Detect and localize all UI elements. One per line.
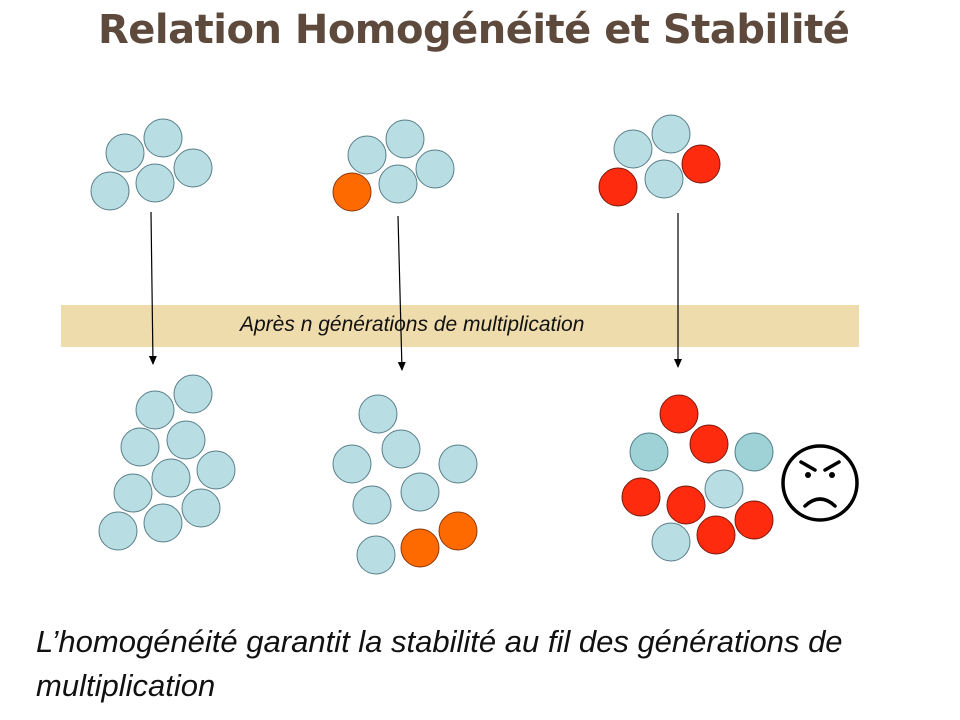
blue-cell <box>381 429 421 469</box>
blue-cell <box>135 163 175 203</box>
red-cell <box>696 515 736 555</box>
blue-cell <box>347 135 387 175</box>
blue-cell <box>90 171 130 211</box>
blue-cell <box>651 114 691 154</box>
red-cell <box>689 424 729 464</box>
orange-cell <box>438 511 478 551</box>
red-cell <box>734 500 774 540</box>
blue-cell <box>173 374 213 414</box>
blue-cell <box>415 149 455 189</box>
red-cell <box>681 144 721 184</box>
blue-cell <box>352 485 392 525</box>
blue-cell <box>358 394 398 434</box>
group-2-before-cells <box>332 119 455 212</box>
blue-cell <box>332 444 372 484</box>
group-1-after-cells <box>98 374 236 551</box>
group-1-before-cells <box>90 118 213 211</box>
blue-cell <box>98 511 138 551</box>
blue-cell <box>113 473 153 513</box>
blue-cell <box>143 118 183 158</box>
arrow-group-1 <box>148 211 157 365</box>
red-cell <box>659 394 699 434</box>
arrow-group-2 <box>397 215 406 371</box>
blue-cell <box>438 444 478 484</box>
blue-cell <box>166 420 206 460</box>
group-3-after-cells <box>621 394 774 562</box>
generation-band <box>61 305 859 347</box>
blue-cell <box>135 390 175 430</box>
blue-cell <box>356 535 396 575</box>
red-cell <box>621 477 661 517</box>
blue-cell <box>704 469 744 509</box>
blue-cell <box>173 148 213 188</box>
group-2-after-cells <box>332 394 478 575</box>
blue-cell <box>651 522 691 562</box>
blue-cell <box>105 133 145 173</box>
red-cell <box>598 167 638 207</box>
blue-cell <box>378 164 418 204</box>
blue-cell <box>196 450 236 490</box>
teal-cell <box>734 432 774 472</box>
blue-cell <box>644 159 684 199</box>
blue-cell <box>120 427 160 467</box>
teal-cell <box>629 432 669 472</box>
conclusion-text: L’homogénéité garantit la stabilité au f… <box>36 624 843 703</box>
slide-title: Relation Homogénéité et Stabilité <box>98 7 850 53</box>
blue-cell <box>613 129 653 169</box>
orange-cell <box>332 172 372 212</box>
red-cell <box>666 485 706 525</box>
generation-band-label: Après n générations de multiplication <box>240 313 585 336</box>
blue-cell <box>151 458 191 498</box>
angry-face-icon <box>781 444 859 522</box>
blue-cell <box>385 119 425 159</box>
group-3-before-cells <box>598 114 721 207</box>
blue-cell <box>400 472 440 512</box>
orange-cell <box>400 528 440 568</box>
blue-cell <box>181 488 221 528</box>
blue-cell <box>143 503 183 543</box>
